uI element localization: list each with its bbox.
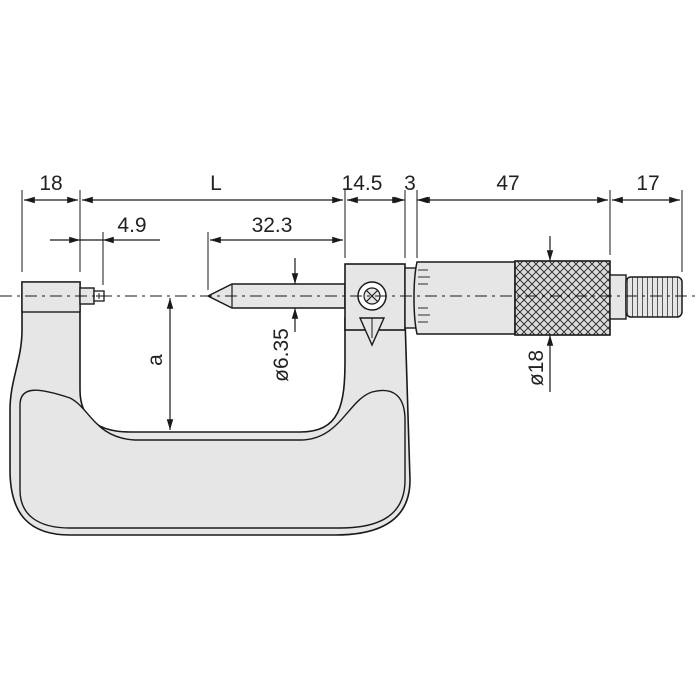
label-32-3: 32.3 — [252, 214, 293, 237]
lock-block — [344, 263, 406, 347]
label-throat-a: a — [144, 354, 167, 366]
label-14-5: 14.5 — [342, 172, 383, 195]
label-L: L — [210, 172, 222, 195]
ratchet-stop — [609, 274, 683, 320]
label-17: 17 — [636, 172, 659, 195]
label-18: 18 — [39, 172, 62, 195]
label-47: 47 — [496, 172, 519, 195]
label-thimble-diameter: ø18 — [525, 350, 548, 386]
label-4-9: 4.9 — [117, 214, 146, 237]
label-3: 3 — [404, 172, 416, 195]
sleeve — [404, 261, 516, 335]
label-spindle-diameter: ø6.35 — [270, 328, 293, 382]
anvil — [21, 281, 105, 313]
thimble — [514, 260, 611, 336]
frame-inner-panel — [19, 389, 406, 529]
